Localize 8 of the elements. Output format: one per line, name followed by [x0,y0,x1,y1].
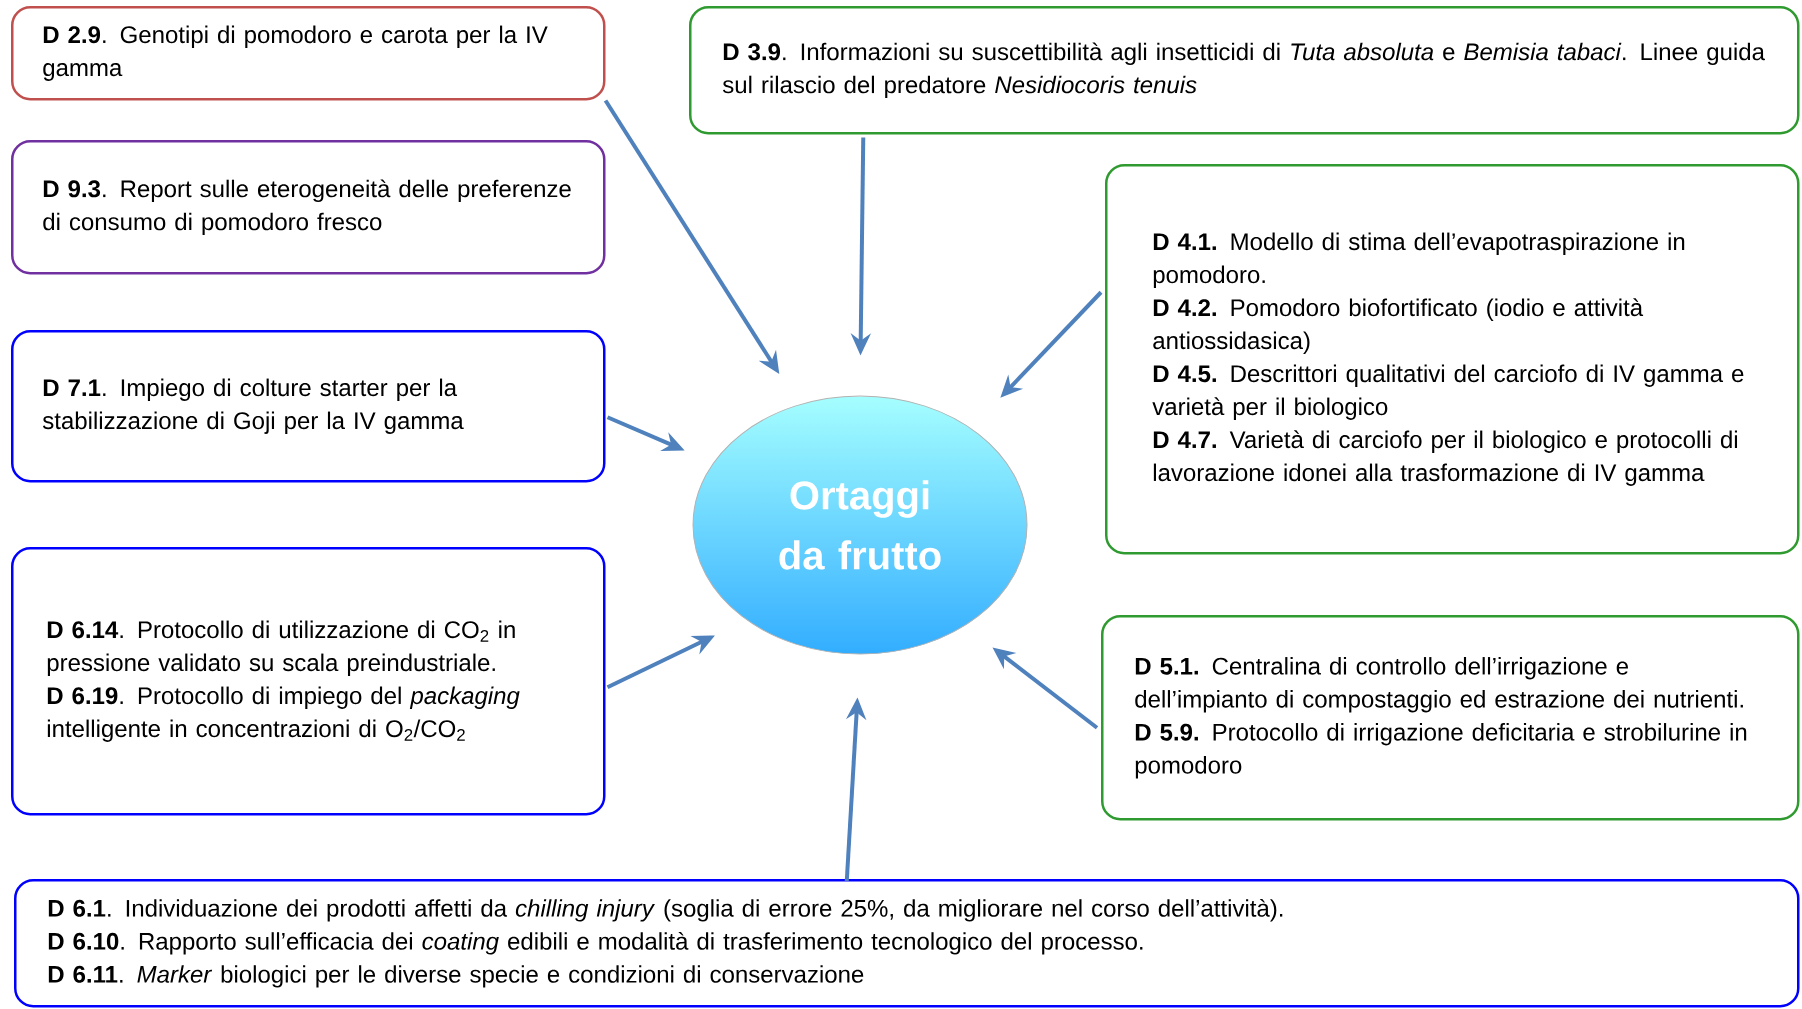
deliverable-box: D 3.9. Informazioni su suscettibilità agli insetticidi di Tuta absoluta e Bemisia tabaci. Linee guida sul rilascio del predatore Nesidiocoris tenuis [689,6,1800,135]
deliverable-box: D 9.3. Report sulle eterogeneità delle preferenze di consumo di pomodoro fresco [11,140,606,275]
deliverable-box: D 4.1. Modello di stima dell’evapotraspirazione in pomodoro. D 4.2. Pomodoro biofortificato (iodio e attività antiossidasica) D 4.5. Descrittori qualitativi del carciofo di IV gamma e varietà per il biologico D 4.7. Varietà di carciofo per il biologico e protocolli di lavorazione idonei alla trasformazione di IV gamma [1105,164,1800,555]
deliverable-box: D 6.14. Protocollo di utilizzazione di CO$_{2}$ in pressione validato su scala preindustriale. D 6.19. Protocollo di impiego del packaging intelligente in concentrazioni di O$_{2}$/CO$_{2}$ [11,547,606,816]
deliverable-box: D 2.9. Genotipi di pomodoro e carota per la IV gamma [11,6,606,101]
deliverable-box: D 6.1. Individuazione dei prodotti affetti da chilling injury (soglia di errore 25%, da migliorare nel corso dell’attività). D 6.10. Rapporto sull’efficacia dei coating edibili e modalità di trasferimento tecnologico del processo. D 6.11. Marker biologici per le diverse specie e condizioni di conservazione [14,879,1800,1008]
deliverable-box: D 5.1. Centralina di controllo dell’irrigazione e dell’impianto di compostaggio ed estrazione dei nutrienti. D 5.9. Protocollo di irrigazione deficitaria e strobilurine in pomodoro [1101,615,1800,821]
deliverable-box: D 7.1. Impiego di colture starter per la stabilizzazione di Goji per la IV gamma [11,330,606,483]
